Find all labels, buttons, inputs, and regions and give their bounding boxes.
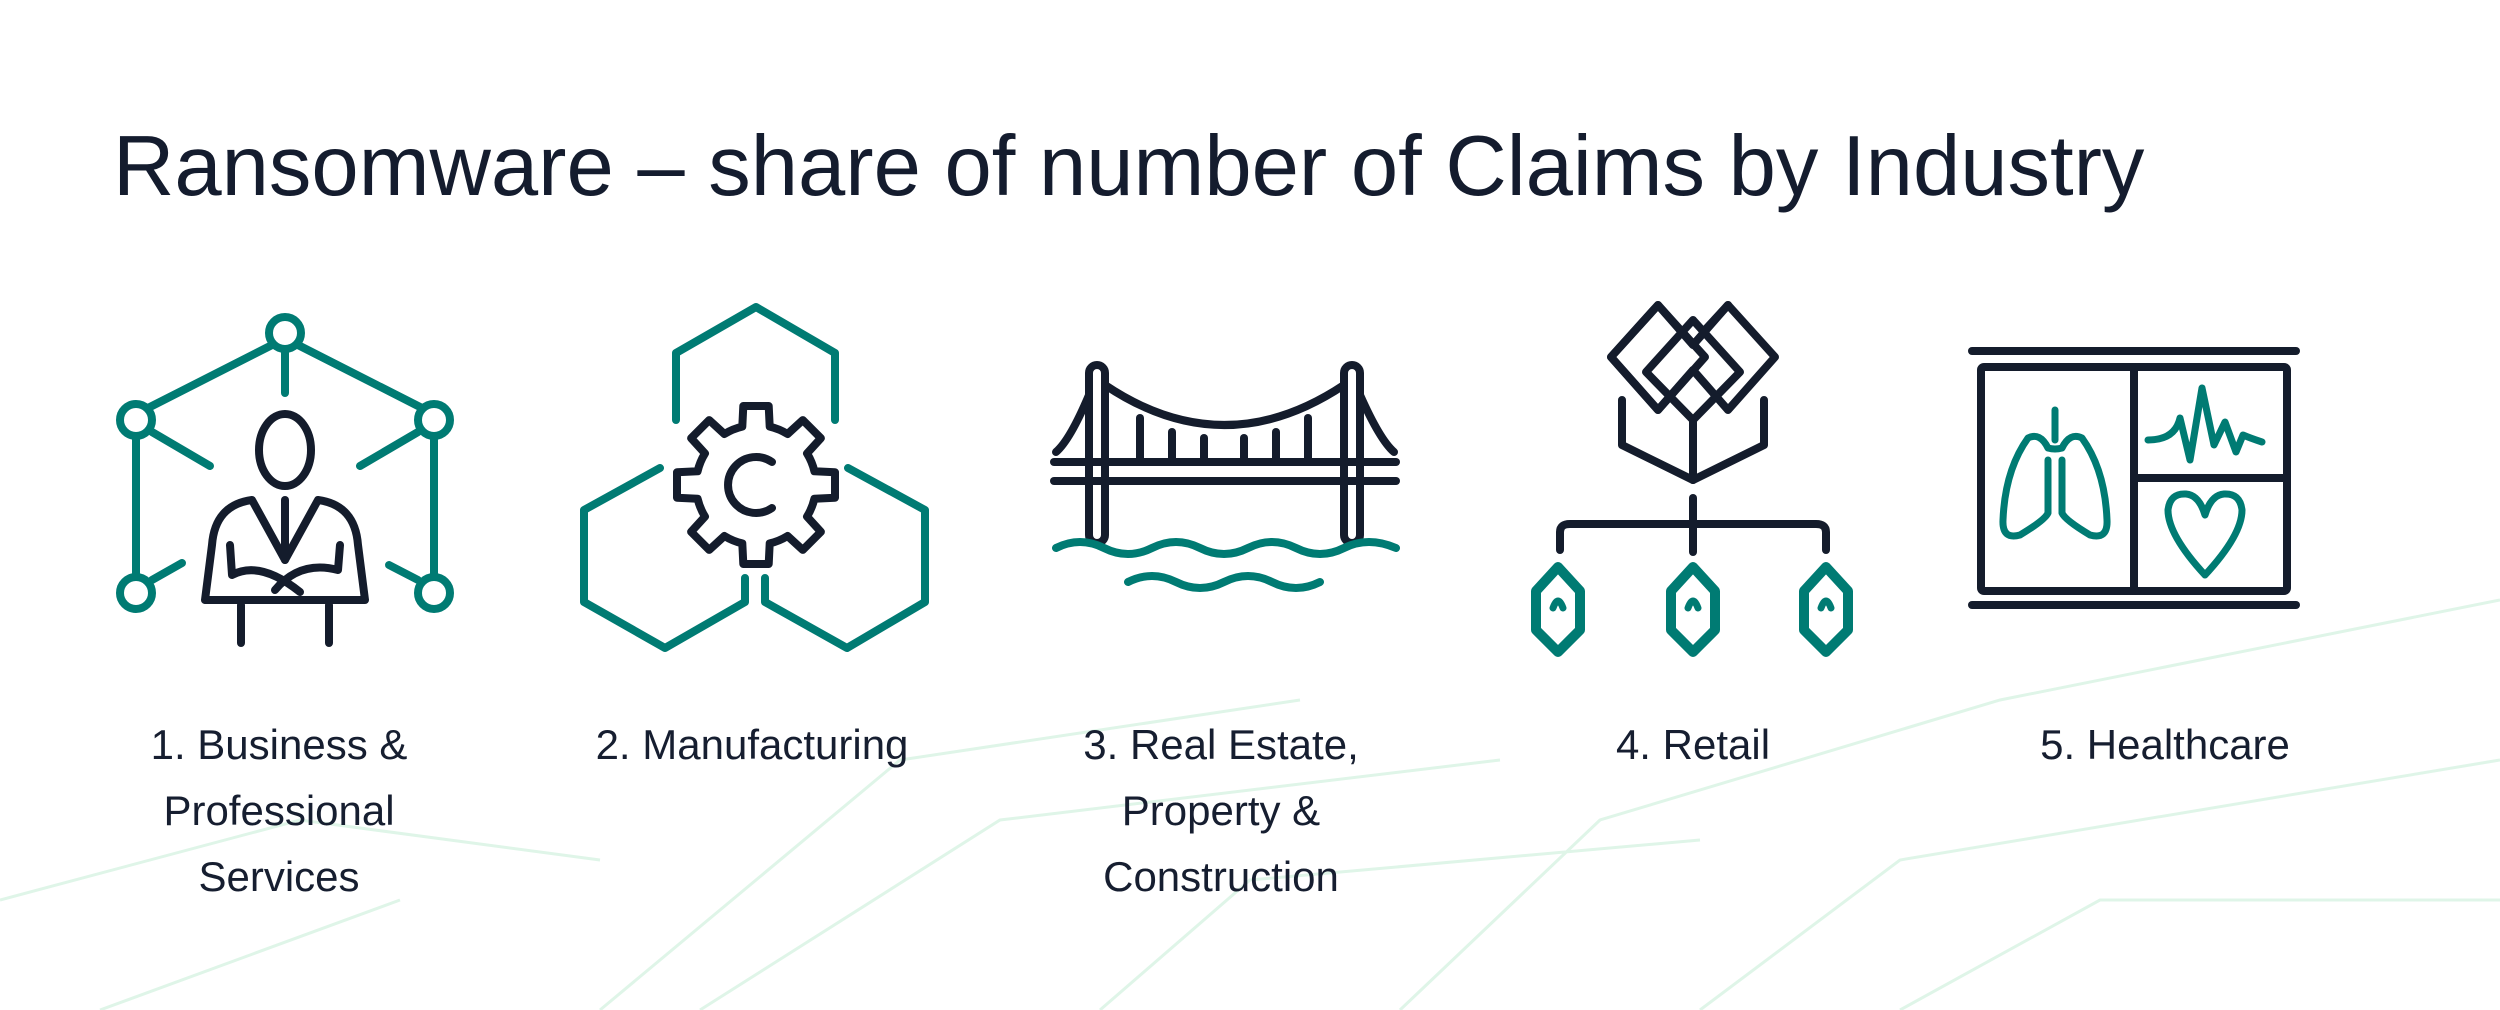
label-line: 1. Business & xyxy=(150,721,408,768)
industry-label-real-estate: 3. Real Estate, Property & Construction xyxy=(1001,712,1441,910)
label-line: Professional xyxy=(163,787,395,834)
health-monitor-icon xyxy=(1968,347,2300,609)
heart-icon xyxy=(2164,490,2246,579)
lungs-icon xyxy=(1999,406,2111,540)
industry-label-retail: 4. Retail xyxy=(1473,712,1913,778)
box-distribution-icon xyxy=(1531,301,1853,657)
industry-label-manufacturing: 2. Manufacturing xyxy=(532,712,972,778)
business-person-network-icon xyxy=(116,313,454,647)
gear-hexagon-icon xyxy=(580,303,929,652)
industry-label-healthcare: 5. Healthcare xyxy=(1945,712,2385,778)
label-line: 4. Retail xyxy=(1615,721,1771,768)
industry-label-business: 1. Business & Professional Services xyxy=(59,712,499,910)
label-line: 3. Real Estate, xyxy=(1083,721,1359,768)
label-line: 2. Manufacturing xyxy=(595,721,909,768)
slide-title: Ransomware – share of number of Claims b… xyxy=(113,119,2145,214)
bridge-icon xyxy=(1050,361,1400,592)
label-line: Property & xyxy=(1121,787,1321,834)
water-waves-icon xyxy=(1052,538,1400,592)
gear-icon xyxy=(673,402,839,568)
heartbeat-icon xyxy=(2144,384,2266,464)
label-line: Construction xyxy=(1103,853,1339,900)
label-line: Services xyxy=(198,853,360,900)
label-line: 5. Healthcare xyxy=(2040,721,2290,768)
